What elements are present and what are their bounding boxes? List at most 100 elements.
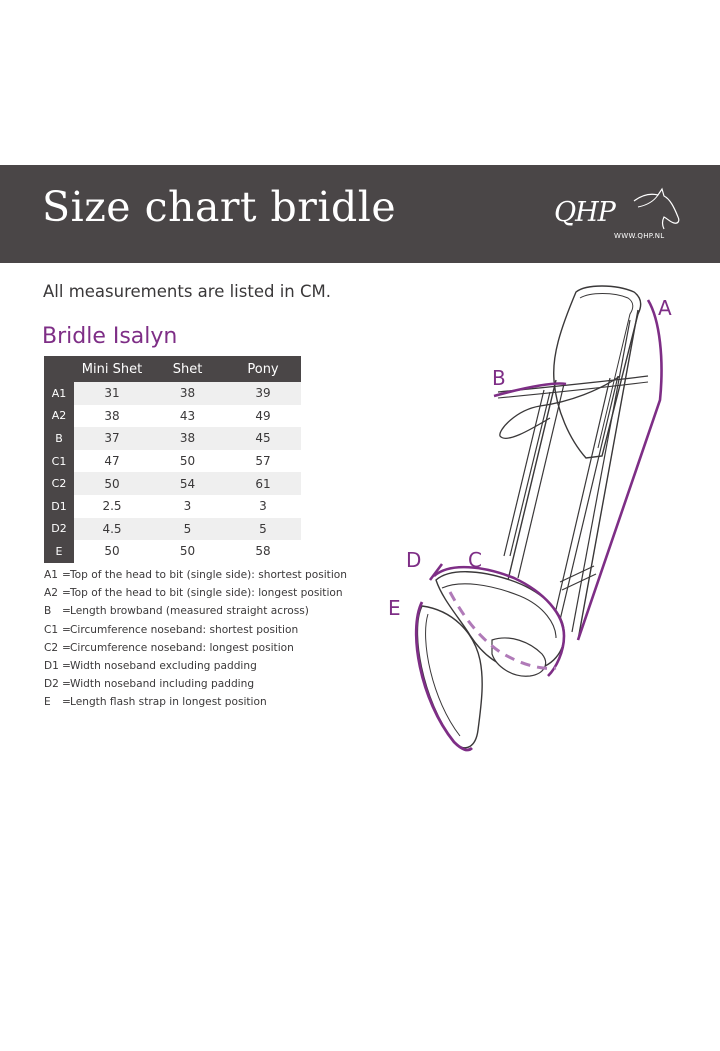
measure-label-b: B [492, 366, 506, 390]
legend-item: A1 = Top of the head to bit (single side… [44, 566, 347, 584]
measure-line-b [493, 382, 567, 398]
legend-code: C1 [44, 623, 59, 636]
table-cell: 3 [150, 494, 225, 518]
legend-code: A2 [44, 587, 58, 600]
column-header: Pony [225, 356, 301, 382]
measure-line-e [414, 601, 473, 752]
table-row: C1 47 50 57 [44, 449, 301, 473]
legend-item: D1 = Width noseband excluding padding [44, 657, 347, 675]
legend-equals: = [62, 678, 71, 691]
row-label: B [44, 427, 74, 450]
table-row: B 37 38 45 [44, 427, 301, 450]
legend-equals: = [62, 660, 71, 673]
table-cell: 39 [225, 382, 301, 405]
legend-code: E [44, 696, 51, 709]
headpiece-outline [552, 285, 642, 459]
measurement-legend: A1 = Top of the head to bit (single side… [44, 566, 347, 712]
table-cell: 50 [74, 540, 150, 563]
measure-label-e: E [388, 596, 401, 620]
qhp-logo: QHP WWW.QHP.NL [552, 187, 682, 245]
row-label: E [44, 540, 74, 563]
legend-item: D2 = Width noseband including padding [44, 675, 347, 693]
measure-line-c-dashed [448, 591, 557, 670]
measure-line-c [433, 565, 566, 677]
table-header-row: Mini Shet Shet Pony [44, 356, 301, 382]
table-cell: 49 [225, 404, 301, 428]
page-title: Size chart bridle [42, 183, 397, 231]
row-label: D1 [44, 494, 74, 518]
table-cell: 43 [150, 404, 225, 428]
table-cell: 47 [74, 449, 150, 473]
legend-text: Top of the head to bit (single side): lo… [70, 587, 343, 600]
table-cell: 50 [150, 449, 225, 473]
table-cell: 57 [225, 449, 301, 473]
table-cell: 5 [225, 517, 301, 541]
table-cell: 3 [225, 494, 301, 518]
bridle-diagram: A B C D E [380, 280, 700, 760]
legend-code: D1 [44, 660, 59, 673]
table-cell: 37 [74, 427, 150, 450]
table-cell: 38 [150, 382, 225, 405]
row-label: C2 [44, 472, 74, 495]
table-cell: 31 [74, 382, 150, 405]
legend-text: Circumference noseband: shortest positio… [70, 623, 299, 636]
measure-label-c: C [468, 548, 482, 572]
row-label: D2 [44, 517, 74, 541]
cheekpiece-right [577, 309, 639, 641]
logo-url: WWW.QHP.NL [614, 232, 665, 240]
table-cell: 45 [225, 427, 301, 450]
legend-equals: = [62, 569, 71, 581]
measure-label-a: A [658, 296, 672, 320]
table-row: D2 4.5 5 5 [44, 517, 301, 541]
legend-equals: = [62, 696, 71, 709]
legend-code: A1 [44, 569, 58, 581]
table-row: A1 31 38 39 [44, 382, 301, 405]
legend-equals: = [62, 605, 71, 618]
table-cell: 50 [74, 472, 150, 495]
table-row: E 50 50 58 [44, 540, 301, 563]
table-cell: 61 [225, 472, 301, 495]
column-header: Shet [150, 356, 225, 382]
legend-equals: = [62, 623, 71, 636]
row-label: A2 [44, 404, 74, 428]
table-cell: 38 [74, 404, 150, 428]
legend-code: D2 [44, 678, 59, 691]
row-label: C1 [44, 449, 74, 473]
product-title: Bridle Isalyn [42, 324, 178, 349]
table-row: C2 50 54 61 [44, 472, 301, 495]
legend-text: Circumference noseband: longest position [70, 641, 294, 654]
cheekpiece-left [507, 379, 557, 581]
table-cell: 4.5 [74, 517, 150, 541]
table-cell: 2.5 [74, 494, 150, 518]
legend-equals: = [62, 641, 71, 654]
legend-text: Top of the head to bit (single side): sh… [70, 569, 347, 581]
column-header: Mini Shet [74, 356, 150, 382]
legend-item: A2 = Top of the head to bit (single side… [44, 584, 347, 602]
table-corner-cell [44, 356, 74, 382]
size-table: Mini Shet Shet Pony A1 31 38 39 A2 38 43… [44, 356, 301, 563]
measure-line-a [576, 299, 663, 641]
table-cell: 38 [150, 427, 225, 450]
legend-text: Length browband (measured straight acros… [70, 605, 309, 618]
table-cell: 50 [150, 540, 225, 563]
bridle-illustration [414, 285, 663, 752]
table-cell: 5 [150, 517, 225, 541]
legend-code: B [44, 605, 52, 618]
legend-text: Length flash strap in longest position [70, 696, 267, 709]
horse-head-icon [633, 187, 680, 230]
legend-item: C2 = Circumference noseband: longest pos… [44, 639, 347, 657]
table-row: D1 2.5 3 3 [44, 494, 301, 518]
table-row: A2 38 43 49 [44, 404, 301, 428]
legend-text: Width noseband including padding [70, 678, 255, 691]
measure-line-d [428, 563, 444, 581]
measure-label-d: D [406, 548, 422, 572]
legend-code: C2 [44, 641, 59, 654]
logo-text: QHP [554, 197, 616, 228]
legend-equals: = [62, 587, 71, 600]
legend-item: B = Length browband (measured straight a… [44, 602, 347, 620]
row-label: A1 [44, 382, 74, 405]
intro-text: All measurements are listed in CM. [43, 282, 331, 301]
legend-item: E = Length flash strap in longest positi… [44, 693, 347, 711]
legend-text: Width noseband excluding padding [70, 660, 257, 673]
table-cell: 54 [150, 472, 225, 495]
